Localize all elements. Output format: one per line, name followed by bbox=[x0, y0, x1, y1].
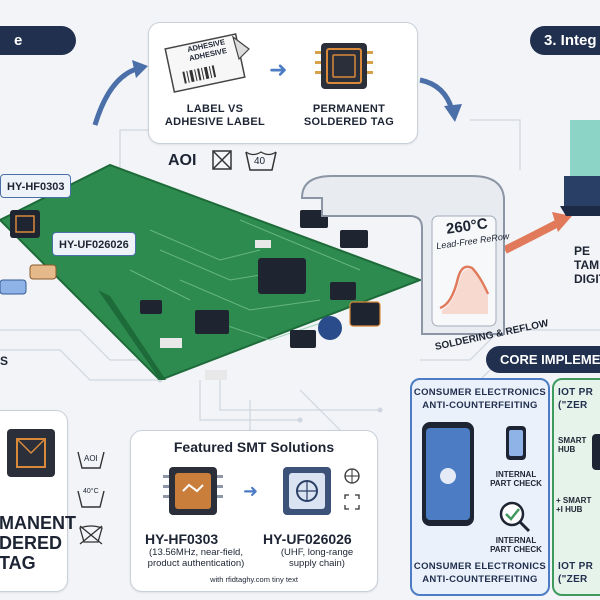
wash-temp-value: 40 bbox=[254, 156, 266, 167]
board-chip1-text: HY-HF0303 bbox=[7, 181, 65, 193]
wash-temp-icon bbox=[245, 151, 277, 171]
stage-header-left-text: e bbox=[14, 32, 23, 49]
chip2-name: HY-UF026026 bbox=[263, 531, 352, 547]
iot-box: IOT PR ("ZER SMART HUB + SMART +I HUB IO… bbox=[552, 378, 600, 596]
chip1-desc: (13.56MHz, near-field, product authentic… bbox=[147, 547, 245, 569]
consumer-footer: CONSUMER ELECTRONICS ANTI-COUNTERFEITING bbox=[413, 561, 547, 585]
board-left-edge-text: S bbox=[0, 354, 9, 368]
globe-icon bbox=[344, 468, 360, 484]
magnifier-check-icon bbox=[499, 501, 531, 533]
care-aoi-text: AOI bbox=[84, 454, 98, 463]
phone-icon bbox=[422, 422, 474, 526]
tag-chip-icon bbox=[7, 429, 55, 477]
digital-twin-block bbox=[560, 120, 600, 216]
consumer-check1: INTERNAL PART CHECK bbox=[490, 470, 542, 488]
left-bottom-line1: MANENT bbox=[0, 513, 76, 533]
stage-header-right: 3. Integ bbox=[530, 26, 600, 55]
right-block-line3: DIGIT bbox=[574, 272, 600, 286]
stage-header-right-text: 3. Integ bbox=[544, 32, 597, 49]
consumer-electronics-box: CONSUMER ELECTRONICS ANTI-COUNTERFEITING… bbox=[410, 378, 550, 596]
iot-header: IOT PR ("ZER bbox=[558, 387, 594, 411]
right-block-line2: TAM bbox=[574, 258, 600, 272]
aoi-label: AOI bbox=[168, 152, 197, 169]
board-chip1-label: HY-HF0303 bbox=[0, 174, 72, 198]
care-temp-text: 40°C bbox=[83, 488, 99, 495]
no-bleach-icon bbox=[212, 150, 232, 170]
soldered-chip-illustration bbox=[315, 43, 373, 89]
left-bottom-text: MANENT DERED TAG bbox=[0, 513, 76, 573]
board-chip2-label: HY-UF026026 bbox=[52, 232, 136, 256]
iot-hub1: SMART HUB bbox=[558, 436, 587, 454]
consumer-check2: INTERNAL PART CHECK bbox=[490, 536, 542, 554]
right-block-text: PE TAM DIGIT bbox=[574, 244, 600, 286]
core-header: CORE IMPLEMEN bbox=[486, 346, 600, 373]
featured-title: Featured SMT Solutions bbox=[173, 439, 335, 455]
right-block-line1: PE bbox=[574, 244, 591, 258]
arrow-right-icon: ➜ bbox=[269, 57, 288, 82]
featured-footer: with rfidtaghy.com tiny text bbox=[210, 575, 298, 584]
no-wring-icon bbox=[79, 525, 103, 545]
board-chip2-text: HY-UF026026 bbox=[59, 239, 129, 251]
chip2-desc: (UHF, long-range supply chain) bbox=[280, 547, 354, 569]
chip1-icon bbox=[163, 467, 223, 515]
chip1-name: HY-HF0303 bbox=[145, 531, 219, 547]
left-bottom-line2: DERED bbox=[0, 533, 63, 553]
permanent-tag-card: MANENT DERED TAG bbox=[0, 410, 76, 592]
left-bottom-line3: TAG bbox=[0, 553, 36, 573]
adhesive-label-caption: LABEL VS ADHESIVE LABEL bbox=[164, 103, 266, 128]
chip2-icon bbox=[283, 467, 331, 515]
stage-header-left: e bbox=[0, 26, 76, 55]
adhesive-label-illustration bbox=[164, 33, 250, 93]
reflow-oven bbox=[300, 175, 505, 335]
core-header-text: CORE IMPLEMEN bbox=[500, 352, 600, 367]
iot-footer: IOT PR ("ZER bbox=[558, 561, 594, 585]
care-icons: AOI 40°C bbox=[76, 448, 110, 551]
aoi-care-icon bbox=[77, 451, 105, 469]
phone-part-icon bbox=[506, 426, 526, 460]
scan-icon bbox=[344, 494, 360, 510]
iot-hub2: + SMART +I HUB bbox=[556, 496, 592, 514]
temp-care-icon bbox=[77, 490, 105, 508]
chip-arrow-icon: ➜ bbox=[243, 481, 259, 501]
consumer-header: CONSUMER ELECTRONICS ANTI-COUNTERFEITING bbox=[413, 387, 547, 411]
label-comparison-card: ADHESIVE ADHESIVE ➜ LABEL VS ADHESIVE LA… bbox=[148, 22, 418, 144]
featured-smt-card: Featured SMT Solutions ➜ HY-HF0303 (13.5… bbox=[130, 430, 378, 592]
smart-hub-icon bbox=[592, 434, 600, 470]
soldered-tag-caption: PERMANENT SOLDERED TAG bbox=[303, 103, 395, 128]
